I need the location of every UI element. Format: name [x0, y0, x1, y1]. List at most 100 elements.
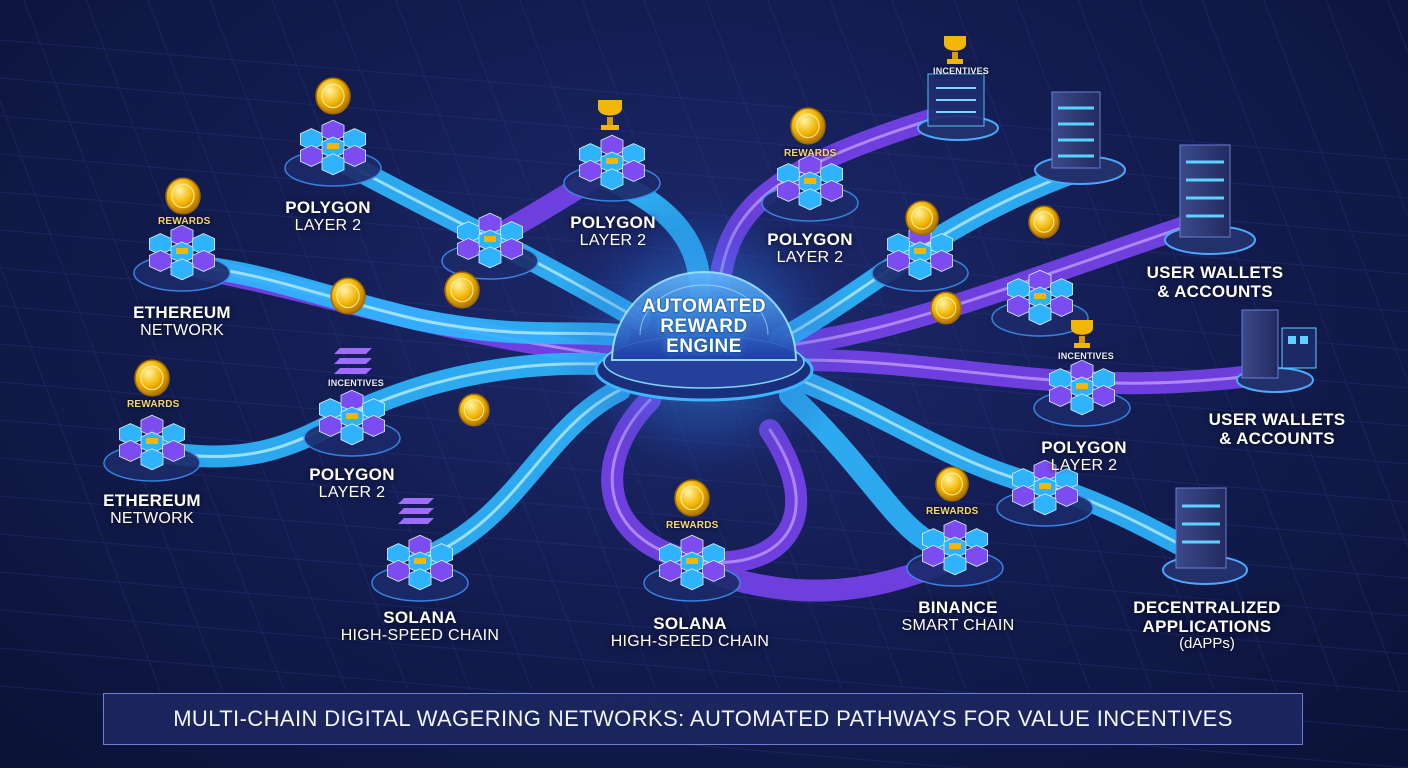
coin-icon [330, 277, 366, 315]
grid-line [85, 0, 347, 691]
node-title: POLYGON [309, 465, 395, 484]
cube [1092, 384, 1115, 407]
cube [622, 159, 645, 182]
node-title: POLYGON [285, 198, 371, 217]
gold-chip [327, 143, 339, 149]
cube [1050, 294, 1073, 317]
cube [702, 559, 725, 582]
cube [148, 249, 172, 272]
node-subtitle: APPLICATIONS [1142, 617, 1272, 637]
solana-icon [334, 348, 372, 374]
blockchain-clusters [103, 119, 1131, 602]
reward-engine-hub [554, 190, 854, 490]
cube-cluster [906, 519, 1004, 587]
incentives-terminal [917, 73, 999, 141]
incentives-tag: INCENTIVES [328, 378, 385, 388]
node-label-polygon-4: POLYGON LAYER 2 [292, 465, 412, 502]
grid-line [1325, 0, 1408, 220]
node-subtitle: LAYER 2 [776, 249, 844, 267]
solana-glyphs [334, 348, 434, 524]
grid-line [271, 0, 533, 691]
gold-chip [606, 158, 618, 164]
cube [343, 144, 367, 167]
grid-line [1387, 0, 1408, 55]
node-subtitle: HIGH-SPEED CHAIN [340, 627, 500, 645]
gold-chip [176, 248, 188, 254]
cube-cluster [133, 224, 231, 292]
cube [299, 144, 323, 167]
gold-chip [1076, 383, 1088, 389]
grid-line [0, 77, 1408, 199]
gold-chip [346, 413, 358, 419]
cube-cluster [871, 224, 969, 292]
trophy-icon [944, 36, 966, 64]
cube [119, 439, 142, 462]
gold-chip [914, 248, 926, 254]
hub-label: AUTOMATED REWARD ENGINE [604, 297, 804, 357]
cube-cluster [1033, 359, 1131, 427]
node-label-solana-2: SOLANA HIGH-SPEED CHAIN [600, 614, 780, 651]
trophy-icon [598, 100, 622, 130]
cube [922, 544, 945, 567]
cube [386, 559, 410, 582]
cube [1012, 484, 1035, 507]
node-label-ethereum-2: ETHEREUM NETWORK [82, 491, 222, 528]
cube [798, 188, 822, 211]
node-title: USER WALLETS [1208, 410, 1346, 429]
node-subtitle: NETWORK [140, 322, 224, 340]
node-subtitle: NETWORK [110, 510, 194, 528]
gold-chip [804, 178, 816, 184]
node-label-polygon-3: POLYGON LAYER 2 [750, 230, 870, 267]
coin-icon [674, 479, 710, 517]
cube [478, 246, 502, 269]
rewards-tag: REWARDS [158, 216, 211, 227]
cube [1007, 294, 1030, 317]
reward-coins [134, 77, 1060, 517]
grid-line [829, 0, 1091, 691]
coin-icon [444, 271, 480, 309]
cube [430, 559, 454, 582]
cube [1033, 493, 1057, 516]
coin-icon [935, 466, 969, 502]
cube [680, 568, 704, 591]
cube-cluster [303, 389, 401, 457]
node-title: SOLANA [653, 614, 727, 633]
gold-chip [146, 438, 158, 444]
node-title: POLYGON [570, 213, 656, 232]
coin-icon [930, 291, 962, 325]
grid-line [0, 39, 1408, 161]
grid-line [23, 0, 285, 691]
coin-icon [165, 177, 201, 215]
rewards-tag: REWARDS [784, 148, 837, 159]
cube [600, 168, 624, 191]
cube-cluster [371, 534, 469, 602]
cube [318, 414, 342, 437]
wallet-terminal [1236, 309, 1317, 393]
incentives-tag: INCENTIVES [1058, 351, 1115, 361]
cube [887, 249, 910, 272]
cube [456, 237, 480, 260]
node-subtitle: LAYER 2 [318, 484, 386, 502]
node-title: POLYGON [767, 230, 853, 249]
cube [1055, 484, 1078, 507]
node-label-polygon-5: POLYGON LAYER 2 [1024, 438, 1144, 475]
node-label-polygon-1: POLYGON LAYER 2 [268, 198, 388, 235]
node-title: SOLANA [383, 608, 457, 627]
server-top [1034, 91, 1126, 185]
cube [192, 249, 216, 272]
cube [930, 249, 953, 272]
cube [965, 544, 988, 567]
cube [140, 448, 164, 471]
cube [1028, 303, 1052, 326]
node-subtitle: & ACCOUNTS [1157, 282, 1273, 302]
trophies [598, 36, 1093, 348]
cube-cluster [441, 212, 539, 280]
cube [659, 559, 682, 582]
node-label-dapps: DECENTRALIZED APPLICATIONS (dAPPs) [1122, 598, 1292, 653]
coin-icon [1028, 205, 1060, 239]
cube [170, 258, 194, 281]
cube-cluster [284, 119, 382, 187]
cube [579, 159, 602, 182]
rewards-tag: REWARDS [127, 399, 180, 410]
cube [1049, 384, 1072, 407]
